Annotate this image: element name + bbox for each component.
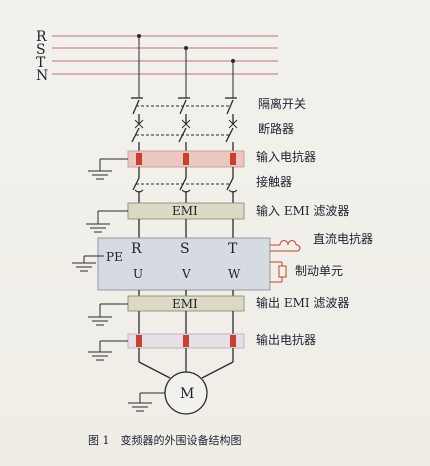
- braking-unit: [270, 261, 287, 283]
- ground-output-emi: [88, 303, 128, 326]
- label-circuit-breaker: 断路器: [258, 121, 294, 136]
- bus-lines: [52, 35, 278, 75]
- output-reactor: [127, 333, 245, 349]
- isolating-switch: [131, 97, 237, 115]
- inverter-output-u: U: [133, 267, 143, 281]
- bus-label-n: N: [36, 68, 48, 84]
- figure-caption: 图 1 变频器的外围设备结构图: [88, 433, 242, 447]
- label-input-reactor: 输入电抗器: [256, 149, 316, 164]
- emi-in-label: EMI: [172, 204, 198, 218]
- label-contactor: 接触器: [256, 174, 292, 189]
- inverter-input-t: T: [228, 241, 238, 257]
- emi-out-label: EMI: [172, 297, 198, 311]
- output-wires-1: [138, 290, 234, 296]
- bus-taps: [137, 34, 235, 98]
- output-emi-filter: [127, 295, 245, 334]
- inverter-input-s: S: [180, 241, 190, 257]
- label-output-reactor: 输出电抗器: [256, 332, 316, 347]
- ground-pe: [72, 255, 104, 272]
- circuit-breaker: [131, 114, 238, 143]
- label-input-emi: 输入 EMI 滤波器: [256, 203, 349, 218]
- motor-label: M: [180, 386, 194, 402]
- motor-wires: [138, 348, 234, 379]
- label-braking-unit: 制动单元: [295, 264, 343, 278]
- bus-label-r: R: [36, 29, 47, 45]
- motor: [128, 371, 208, 415]
- dc-reactor: [270, 240, 301, 252]
- label-output-emi: 输出 EMI 滤波器: [256, 295, 349, 310]
- inverter-input-r: R: [131, 241, 142, 257]
- ground-input-reactor: [88, 158, 128, 180]
- inverter-box: [97, 237, 271, 291]
- pe-label: PE: [106, 250, 123, 264]
- inverter-output-w: W: [228, 267, 241, 281]
- contactor: [132, 177, 238, 203]
- inverter-output-v: V: [181, 267, 191, 281]
- ground-output-reactor: [88, 340, 128, 361]
- bus-label-s: S: [36, 42, 46, 58]
- label-isolating-switch: 隔离开关: [258, 96, 306, 111]
- label-dc-reactor: 直流电抗器: [313, 231, 373, 246]
- bus-label-t: T: [36, 55, 46, 71]
- input-reactor: [127, 142, 245, 178]
- ground-input-emi: [86, 210, 128, 233]
